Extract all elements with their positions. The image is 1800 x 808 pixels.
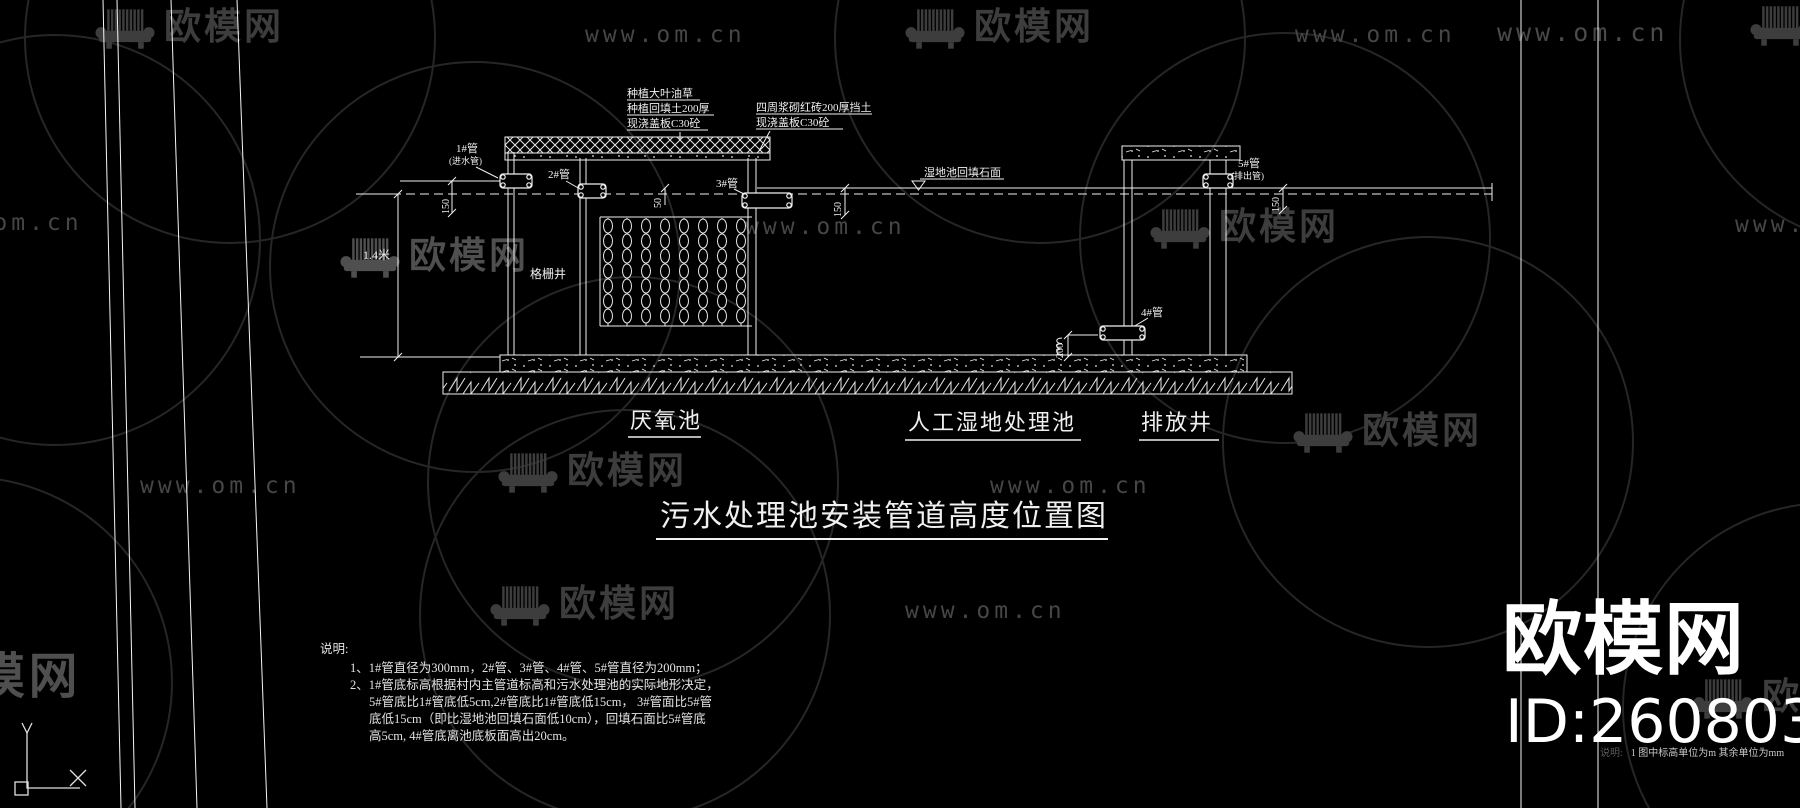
watermark-unit: 欧模网	[1293, 410, 1482, 454]
watermark-url: www.om.cn	[990, 473, 1151, 499]
sheet-footnote: 说明: 1 图中标高单位为m 其余单位为mm	[1600, 744, 1784, 759]
watermark-unit: 欧模网	[905, 6, 1094, 50]
pipe-5	[1202, 173, 1234, 189]
notes-line: 高5cm, 4#管底离池底板面高出20cm。	[369, 729, 575, 743]
watermark-brand: 欧模网	[567, 450, 687, 491]
callout-brick-wall: 四周浆砌红砖200厚挡土	[756, 100, 872, 114]
pipe-2	[577, 183, 607, 199]
pipe-1	[499, 173, 533, 189]
callout-cover-slab: 现浇盖板C30砼	[627, 116, 700, 130]
label-pipe1: 1#管	[456, 141, 478, 155]
label-pipe1-sub: (进水管)	[449, 155, 482, 166]
watermark-brand: 欧模网	[0, 649, 82, 704]
watermark-unit: 欧模网	[95, 6, 284, 50]
watermark-unit: 欧模网	[340, 235, 529, 279]
section-linework	[356, 130, 1493, 395]
watermark-url: www.om.cn	[745, 214, 906, 240]
notes-line: 1、1#管直径为300mm，2#管、3#管、4#管、5#管直径为200mm；	[350, 661, 708, 675]
drawing-text: 种植大叶油草 种植回填土200厚 现浇盖板C30砼 四周浆砌红砖200厚挡土 现…	[363, 86, 1282, 540]
dim-150: 150	[441, 199, 452, 214]
dim-200: 200	[1055, 343, 1066, 358]
notes-line: 5#管底比1#管底低5cm,2#管底比1#管底低15cm， 3#管面比5#管	[369, 695, 713, 709]
watermark-unit: 欧模网	[498, 450, 687, 494]
label-pipe5-sub: (排出管)	[1231, 170, 1264, 181]
watermark-brand: 欧模网	[1362, 410, 1482, 451]
callout-plant-grass: 种植大叶油草	[627, 86, 693, 100]
watermark-url: www.om.cn	[1295, 22, 1456, 48]
label-pipe3: 3#管	[716, 176, 738, 190]
site-logo-text: 欧模网	[1502, 595, 1745, 684]
model-id: ID:2608032	[1505, 687, 1800, 757]
watermark-url: www.om.cn	[1735, 212, 1800, 238]
notes-line: 2、1#管底标高根据村内主管道标高和污水处理池的实际地形决定，	[350, 678, 719, 692]
callout-cover-slab2: 现浇盖板C30砼	[756, 115, 829, 129]
label-pipe4: 4#管	[1141, 305, 1163, 319]
watermark-brand: 欧模网	[1219, 206, 1339, 247]
label-anaerobic-pool: 厌氧池	[630, 408, 702, 433]
ucs-axis-icon	[14, 722, 87, 796]
dim-150: 150	[1271, 197, 1282, 212]
notes-heading: 说明:	[320, 642, 349, 656]
label-screen-well: 格栅井	[530, 266, 566, 281]
label-discharge-well: 排放井	[1141, 410, 1213, 435]
footnote-text: 1 图中标高单位为m 其余单位为mm	[1630, 748, 1785, 759]
callout-backfill: 种植回填土200厚	[627, 101, 710, 115]
watermark-unit: 欧模网	[1150, 206, 1339, 250]
watermark-brand: 欧模网	[164, 6, 284, 47]
label-wetland-surface: 湿地池回填石面	[924, 165, 1001, 179]
dim-50: 50	[653, 198, 664, 208]
watermark-url: www.om.cn	[140, 473, 301, 499]
watermark-url: www.om.cn	[0, 210, 83, 236]
watermark-url: www.om.cn	[905, 598, 1066, 624]
drawing-title: 污水处理池安装管道高度位置图	[660, 500, 1108, 533]
watermark-brand: 欧模网	[559, 583, 679, 624]
watermark-brand: 欧模网	[1762, 676, 1800, 717]
watermark-brand: 欧模网	[409, 235, 529, 276]
frame-lines	[102, 0, 1599, 808]
notes-line: 底低15cm（即比湿地池回填石面低10cm），回填石面比5#管底	[369, 712, 706, 726]
watermark-unit: 欧模网	[0, 649, 82, 707]
pipe-4	[1099, 325, 1146, 341]
watermark-brand: 欧模网	[974, 6, 1094, 47]
watermark-unit: 欧模网	[1693, 676, 1800, 720]
label-wetland-pool: 人工湿地处理池	[908, 410, 1076, 435]
watermark-url: www.om.cn	[585, 22, 746, 48]
pipe-3	[741, 192, 793, 209]
biofilm-chains	[603, 217, 746, 327]
dim-150: 150	[833, 202, 844, 217]
notes-block: 说明: 1、1#管直径为300mm，2#管、3#管、4#管、5#管直径为200m…	[320, 641, 719, 745]
watermark-unit: 欧模网	[490, 583, 679, 627]
watermark-url: www.om.cn	[1497, 18, 1669, 47]
footnote-label: 说明:	[1600, 748, 1623, 759]
label-height: 1.4米	[363, 248, 390, 262]
pipes	[499, 173, 1234, 341]
label-pipe2: 2#管	[548, 167, 570, 181]
label-pipe5: 5#管	[1238, 156, 1260, 170]
